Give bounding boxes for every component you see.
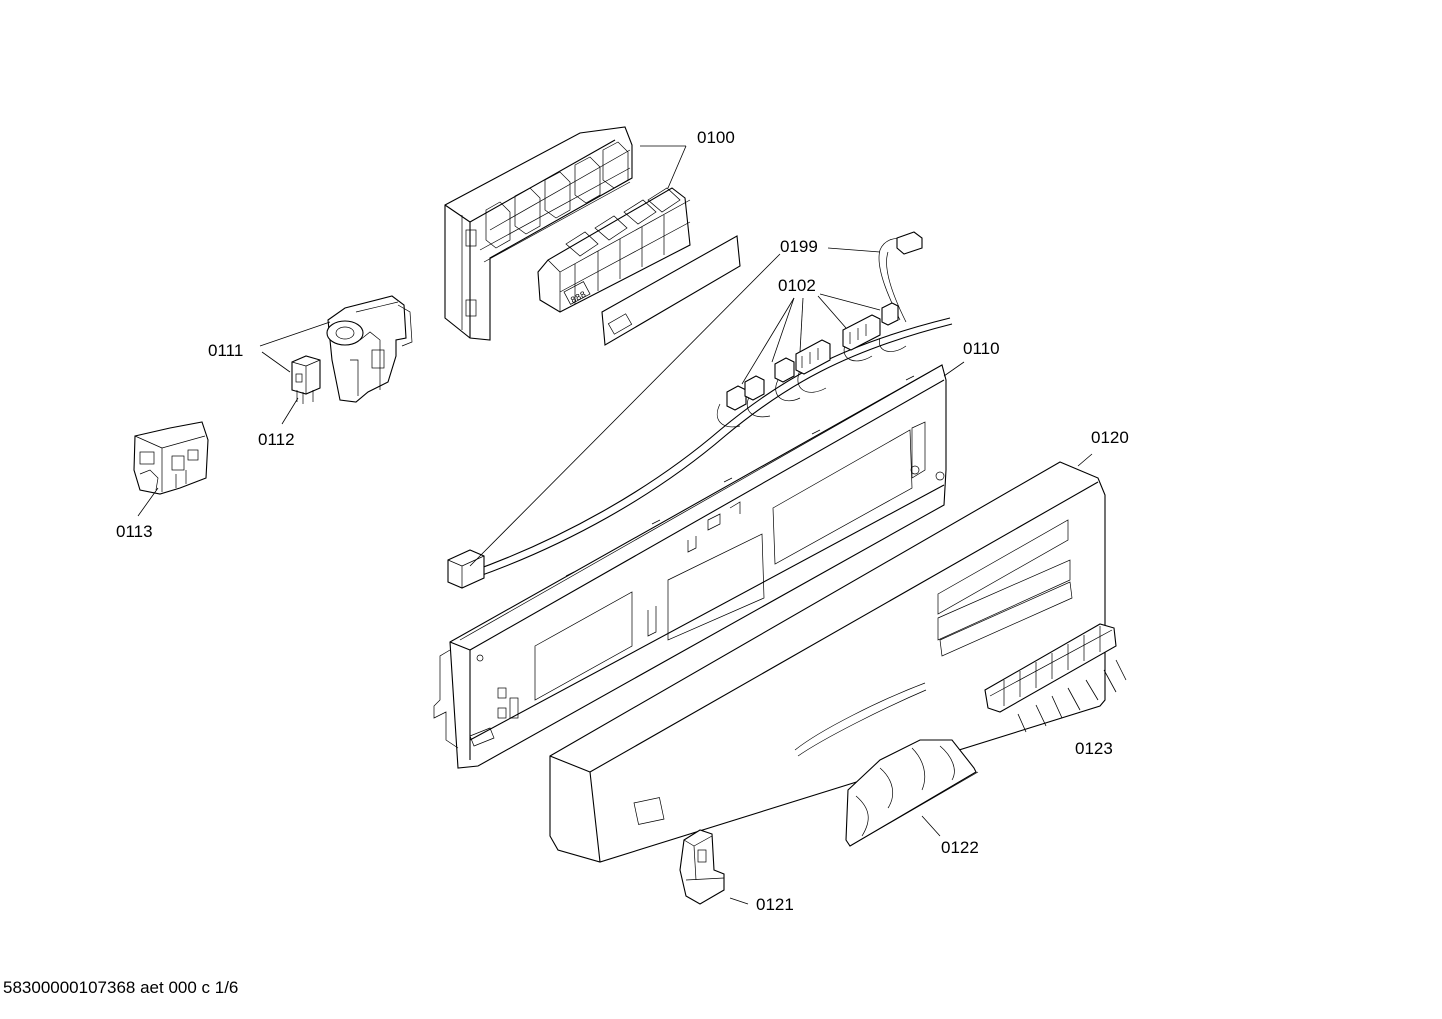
part-0100-electronic-module[interactable]: 888: [444, 126, 741, 346]
leader-lines: [137, 145, 1127, 905]
callout-0121: 0121: [756, 895, 794, 914]
callout-0113: 0113: [116, 522, 153, 541]
callout-0111: 0111: [208, 341, 243, 360]
part-0112-relay[interactable]: [291, 355, 321, 404]
part-0121-latch[interactable]: [679, 829, 725, 905]
callout-0102: 0102: [778, 276, 816, 295]
document-reference: 58300000107368 aet 000 c 1/6: [3, 978, 239, 997]
part-0122-handle[interactable]: [845, 739, 979, 847]
part-0102-connectors[interactable]: [726, 302, 899, 411]
callout-0123: 0123: [1075, 739, 1113, 758]
callout-0110: 0110: [963, 339, 1000, 358]
callout-0120: 0120: [1091, 428, 1129, 447]
part-0123-button-strip[interactable]: [984, 623, 1117, 713]
callout-0122: 0122: [941, 838, 979, 857]
callout-0100: 0100: [697, 128, 735, 147]
part-0110-panel-frame[interactable]: [433, 364, 947, 769]
part-0113-switch-block[interactable]: [133, 421, 209, 495]
callout-0199: 0199: [780, 237, 818, 256]
part-0111-switch[interactable]: [326, 295, 413, 403]
callout-0112: 0112: [258, 430, 295, 449]
part-0120-front-fascia[interactable]: [549, 461, 1106, 863]
